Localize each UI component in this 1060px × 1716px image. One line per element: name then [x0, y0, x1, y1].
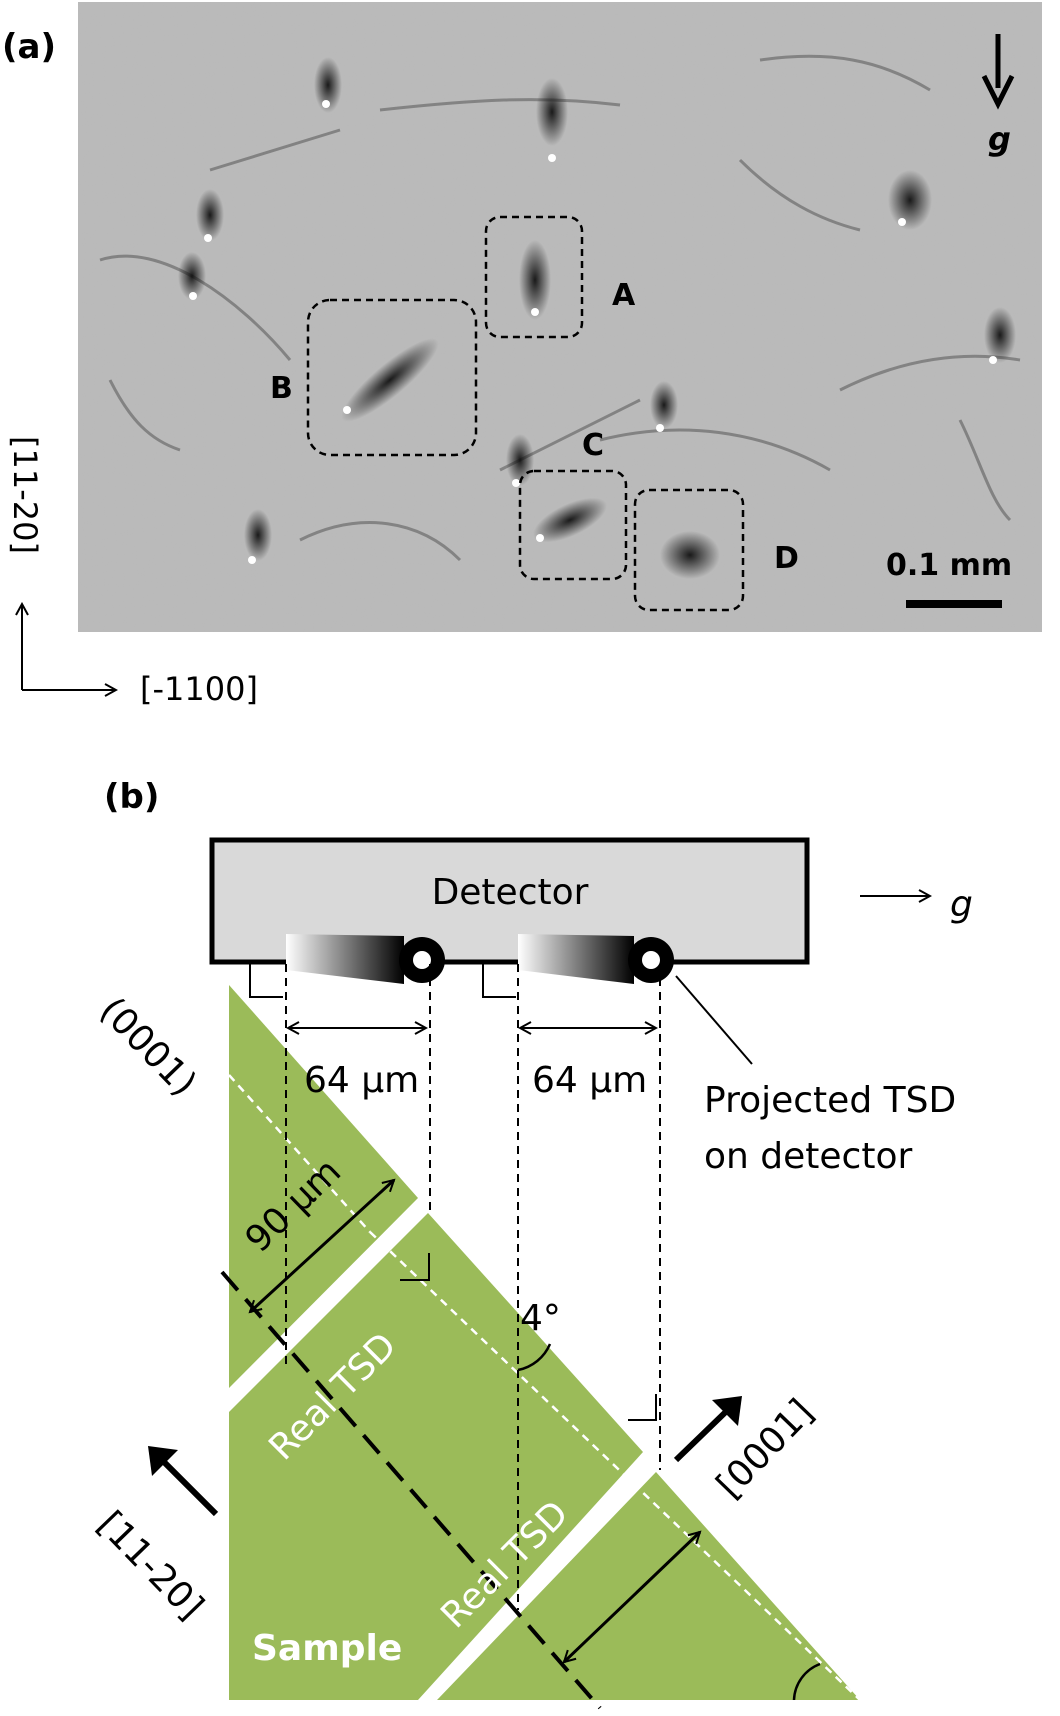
dimension-64um-2: 64 µm — [532, 1060, 647, 1101]
angle-arc-lower — [792, 1662, 821, 1701]
box-label-c: C — [582, 428, 604, 463]
axis-arrow-11-20-icon — [148, 1446, 219, 1517]
box-a — [484, 215, 584, 339]
projected-tsd-1 — [286, 934, 404, 984]
g-label-a: g — [988, 120, 1011, 158]
axis-label-11-20-a: [11-20] — [6, 436, 44, 554]
box-label-b: B — [270, 371, 293, 406]
g-label-b: g — [950, 884, 973, 925]
plane-label-0001: (0001) — [92, 990, 205, 1105]
detector: Detector — [209, 837, 810, 984]
scale-bar — [906, 600, 1002, 608]
scale-bar-label: 0.1 mm — [886, 548, 1012, 583]
detector-label: Detector — [432, 872, 589, 913]
angle-label-4deg: 4° — [520, 1298, 561, 1339]
axis-arrow-0001-icon — [673, 1396, 742, 1463]
panel-a-label: (a) — [2, 27, 56, 67]
projected-tsd-label-1: Projected TSD — [704, 1080, 956, 1121]
axis-label-1100: [-1100] — [140, 670, 258, 708]
g-arrow-icon — [981, 34, 1015, 110]
box-d — [633, 488, 745, 612]
real-tsd-line — [220, 1270, 602, 1710]
projected-tsd-2 — [518, 934, 634, 984]
box-label-d: D — [774, 541, 799, 576]
tsd-spots — [178, 57, 1016, 579]
projected-tsd-leader — [675, 975, 753, 1065]
axis-label-11-20-b: [11-20] — [90, 1504, 212, 1628]
projected-tsd-label-2: on detector — [704, 1136, 912, 1177]
panel-b-label: (b) — [104, 777, 159, 817]
thickness-arrow — [250, 1180, 394, 1312]
xray-topograph-image: A B C D g 0.1 mm — [78, 2, 1042, 632]
angle-arc-4deg — [517, 1343, 552, 1372]
box-c — [518, 469, 628, 581]
sample-label: Sample — [252, 1628, 402, 1669]
thickness-arrow-lower — [564, 1532, 700, 1662]
box-b — [306, 298, 478, 457]
dimension-64um-1: 64 µm — [304, 1060, 419, 1101]
axis-arrows-a — [22, 604, 116, 690]
box-label-a: A — [612, 278, 636, 313]
